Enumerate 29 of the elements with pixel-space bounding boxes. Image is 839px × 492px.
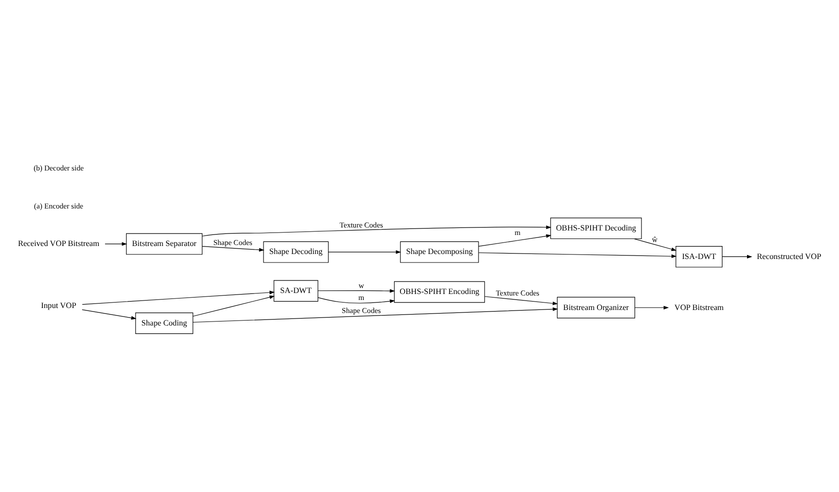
node-text: Reconstructed VOP [756,252,822,261]
node-box: Shape Decoding [263,241,329,263]
arrow [478,234,552,247]
arrow [484,296,558,306]
node-box: Bitstream Separator [126,233,202,255]
arrow [318,289,396,293]
node-box: Shape Coding [135,312,194,334]
arrow [192,307,558,323]
arrow [722,254,752,259]
arrow [328,250,402,254]
node-box: OBHS-SPIHT Encoding [394,281,485,303]
arrow [104,242,128,246]
arrow [192,295,275,317]
node-box: Shape Decomposing [400,241,479,263]
arrow [202,246,264,252]
node-box: OBHS-SPIHT Decoding [550,218,642,240]
node-text: Received VOP Bitstream [18,239,100,248]
node-text: Input VOP [41,301,76,310]
arrow [634,238,677,251]
arrow [318,297,396,304]
node-box: ISA-DWT [676,246,722,268]
arrow [82,290,275,305]
node-box: Bitstream Organizer [556,296,636,318]
node-text: VOP Bitstream [674,302,724,312]
node-box: SA-DWT [274,280,318,302]
arrow [82,309,136,320]
arrow [202,225,552,236]
arrow [478,252,677,258]
arrow [634,306,669,310]
